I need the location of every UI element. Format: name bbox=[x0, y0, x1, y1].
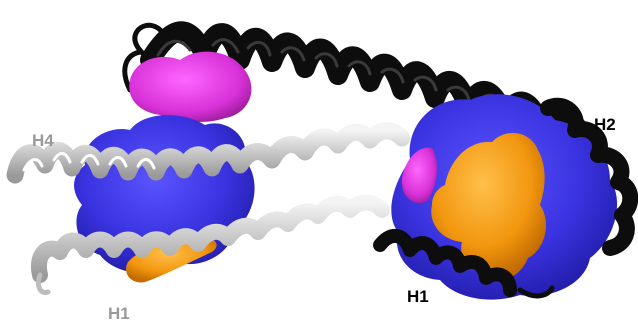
helix-label-h2: H2 bbox=[594, 115, 616, 134]
helix-label-h4: H4 bbox=[32, 131, 54, 150]
magenta-surface-right bbox=[401, 147, 437, 204]
helix-label-h1-right: H1 bbox=[407, 287, 429, 306]
orange-surface-right bbox=[431, 132, 547, 280]
white-helix-lower bbox=[30, 194, 390, 295]
black-helix-right bbox=[373, 97, 638, 299]
black-loop bbox=[122, 22, 168, 93]
magenta-surface-top bbox=[129, 51, 252, 122]
white-helix-upper bbox=[6, 122, 411, 184]
helix-label-h1-left: H1 bbox=[108, 304, 130, 323]
